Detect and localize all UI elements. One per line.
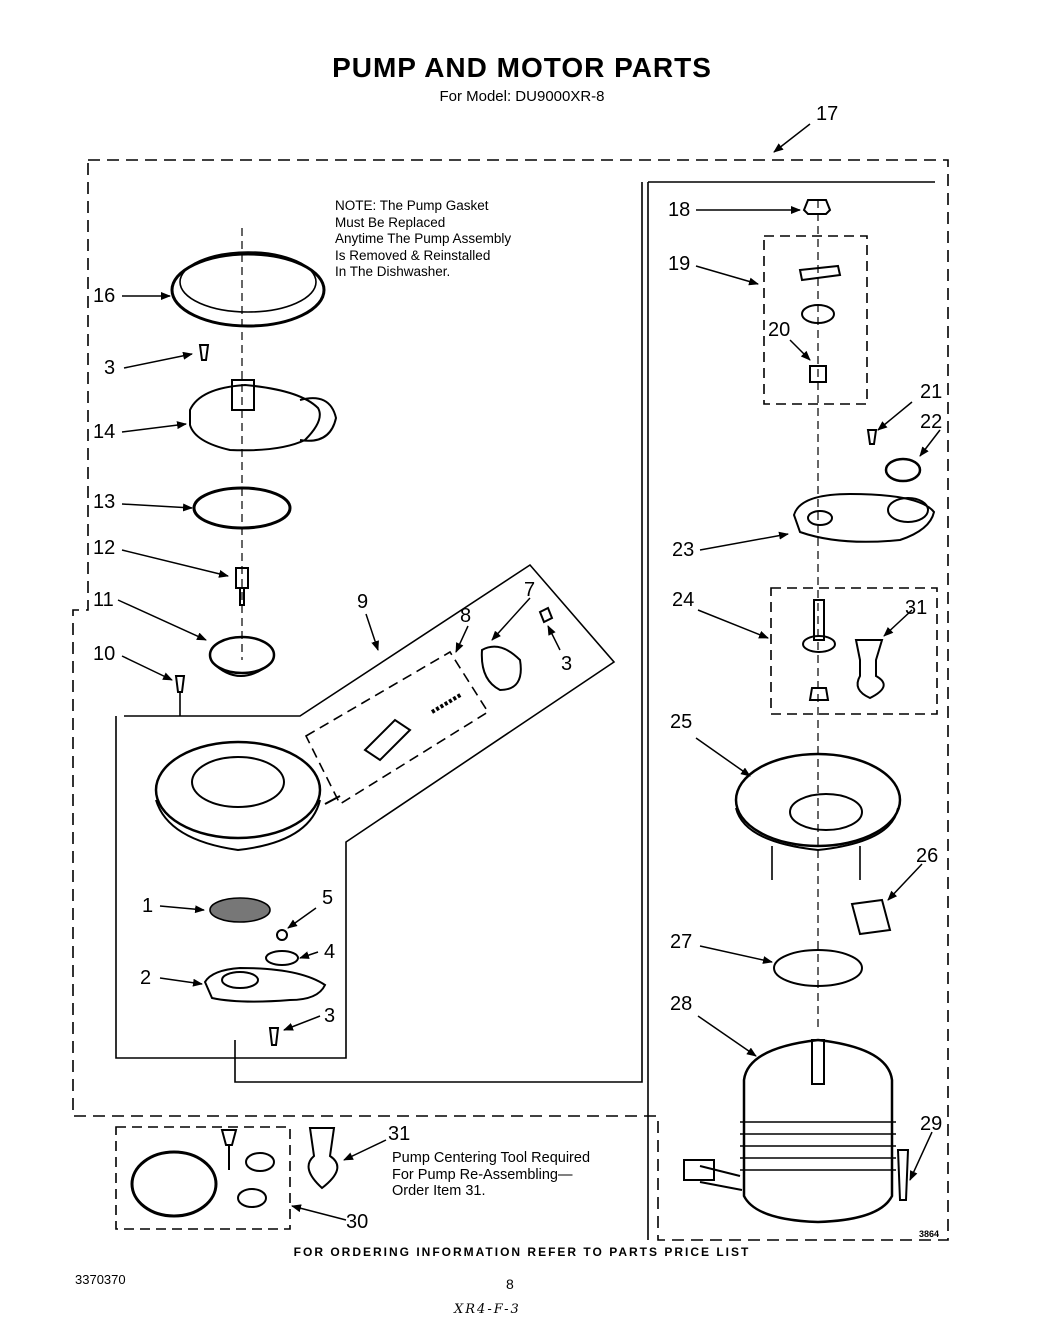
callout-20: 20 [768,319,791,341]
callout-18: 18 [668,199,691,221]
part-31-loose-tool [307,1127,339,1190]
page-number: 8 [506,1276,514,1292]
note-line: Is Removed & Reinstalled [335,247,491,263]
part-14-cover [189,383,321,452]
part-1-filter [209,897,271,923]
callout-30: 30 [346,1211,369,1233]
callout-23: 23 [672,539,695,561]
item-8-group-box [304,650,490,806]
pump-gasket-note: NOTE: The Pump Gasket Must Be Replaced A… [335,198,511,281]
part-26-block [850,898,892,936]
part-31-tool [854,639,885,700]
tool-note-line: Order Item 31. [392,1183,486,1199]
outer-assembly-boundary [72,159,949,1241]
callout-10: 10 [93,643,116,665]
callout-4: 4 [324,941,336,963]
callout-11: 11 [93,589,114,611]
tool-note-line: For Pump Re-Assembling— [392,1166,573,1183]
callout-24: 24 [672,589,695,611]
part-13-ring [192,486,292,530]
callout-5: 5 [322,887,334,909]
page-title: PUMP AND MOTOR PARTS [332,52,712,83]
centering-tool-note: Pump Centering Tool Required For Pump Re… [392,1150,590,1200]
model-subtitle: For Model: DU9000XR-8 [439,88,605,105]
part-12-fastener [235,567,249,606]
part-27-disk [773,949,863,987]
callout-27: 27 [670,931,693,953]
pump-housing-box [115,563,616,1059]
figure-code: 3864 [919,1229,940,1239]
handwritten-code: XR4-F-3 [454,1302,521,1317]
callout-22: 22 [920,411,943,433]
note-line: Must Be Replaced [335,214,446,230]
callout-13: 13 [93,491,116,513]
tool-note-line: Pump Centering Tool Required [392,1150,591,1166]
callout-26: 26 [916,845,939,867]
part-28-motor [742,1038,894,1224]
part-19-clip [798,264,842,282]
callout-31: 31 [388,1123,411,1145]
part-11-impeller [208,635,276,675]
callout-29: 29 [920,1113,943,1135]
note-line: NOTE: The Pump Gasket [335,198,489,213]
callout-8: 8 [460,605,472,627]
callout-3: 3 [104,357,116,379]
note-line: Anytime The Pump Assembly [335,231,512,246]
part-25-housing [734,752,902,848]
callout-14: 14 [93,421,116,443]
part-7-valve [480,645,522,692]
callout-7: 7 [524,579,536,601]
callout-9: 9 [357,591,369,613]
callout-12: 12 [93,537,116,559]
callout-19: 19 [668,253,691,275]
item-30-kit-box [115,1126,291,1230]
callout-2: 2 [140,967,152,989]
part-22-seal [884,457,922,483]
callout-1: 1 [142,895,154,917]
pump-housing [154,740,322,840]
part-24-shaft [813,599,825,641]
callout-16: 16 [93,285,116,307]
part-30-gasket [130,1150,218,1218]
callout-25: 25 [670,711,693,733]
document-number: 3370370 [75,1272,126,1287]
callout-3: 3 [561,653,573,675]
ordering-info: FOR ORDERING INFORMATION REFER TO PARTS … [293,1245,751,1259]
callout-28: 28 [670,993,693,1015]
callout-17: 17 [816,103,839,125]
callout-31: 31 [905,597,928,619]
part-18-nut [802,199,832,215]
part-2-base [203,966,327,1003]
item-24-group-box [770,587,938,715]
callout-21: 21 [920,381,943,403]
item-19-group-box [763,235,868,405]
part-23-plate [792,492,936,543]
callout-3: 3 [324,1005,336,1027]
part-16-pump-gasket [170,252,326,328]
note-line: In The Dishwasher. [335,264,451,279]
